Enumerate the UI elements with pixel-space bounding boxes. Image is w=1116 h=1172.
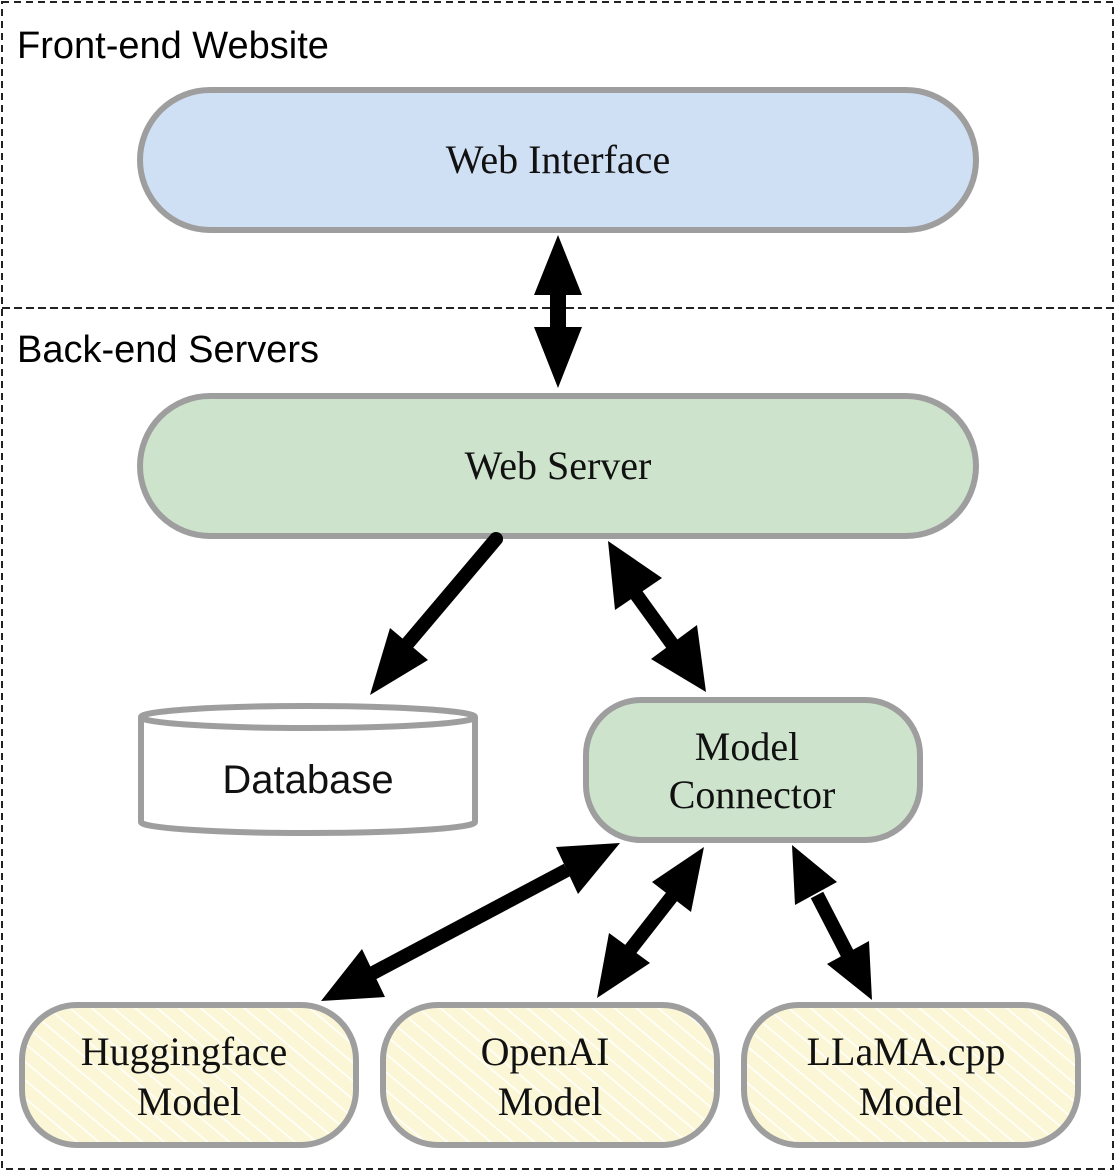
model-connector-label: Model Connector bbox=[669, 724, 836, 817]
huggingface-line-2: Model bbox=[137, 1079, 241, 1124]
openai-model-label: OpenAI Model bbox=[481, 1029, 620, 1124]
web-server-label: Web Server bbox=[465, 443, 652, 488]
database-label: Database bbox=[222, 758, 393, 802]
openai-model-node: OpenAI Model bbox=[380, 1002, 720, 1148]
arrow-connector-huggingface bbox=[321, 843, 620, 1001]
arrow-server-connector bbox=[608, 541, 706, 692]
web-interface-node: Web Interface bbox=[137, 87, 979, 233]
huggingface-line-1: Huggingface bbox=[81, 1029, 288, 1074]
llama-model-node: LLaMA.cpp Model bbox=[741, 1002, 1081, 1148]
openai-line-1: OpenAI bbox=[481, 1029, 610, 1074]
model-connector-line-2: Connector bbox=[669, 772, 836, 817]
arrow-server-database bbox=[370, 532, 503, 695]
backend-region-label: Back-end Servers bbox=[17, 329, 319, 371]
database-node: Database bbox=[138, 703, 478, 836]
llama-line-2: Model bbox=[859, 1079, 963, 1124]
frontend-region-label: Front-end Website bbox=[17, 25, 329, 67]
llama-model-label: LLaMA.cpp Model bbox=[807, 1029, 1016, 1124]
llama-line-1: LLaMA.cpp bbox=[807, 1029, 1006, 1074]
web-server-node: Web Server bbox=[137, 393, 979, 539]
arrow-connector-openai bbox=[597, 847, 704, 998]
model-connector-node: Model Connector bbox=[583, 697, 923, 843]
arrow-connector-llama bbox=[792, 845, 872, 1000]
model-connector-line-1: Model bbox=[695, 724, 799, 769]
web-interface-label: Web Interface bbox=[446, 137, 670, 182]
arrow-interface-server bbox=[534, 235, 582, 388]
openai-line-2: Model bbox=[498, 1079, 602, 1124]
huggingface-model-node: Huggingface Model bbox=[19, 1002, 359, 1148]
huggingface-model-label: Huggingface Model bbox=[81, 1029, 298, 1124]
